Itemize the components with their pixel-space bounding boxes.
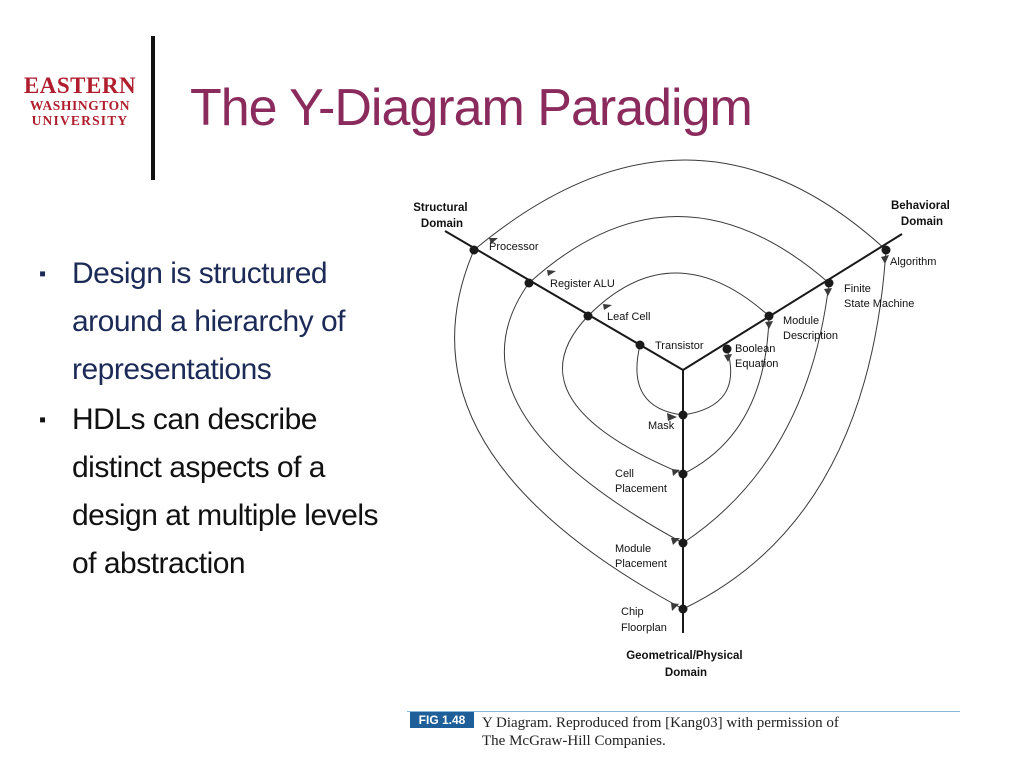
arrow-second-2: [824, 288, 832, 296]
figure-tag: FIG 1.48: [410, 712, 474, 728]
figure-caption-rule: [407, 711, 960, 712]
node-chip-floorplan: [678, 604, 688, 614]
arc-second: [504, 216, 830, 544]
label-processor: Processor: [489, 241, 539, 253]
node-mask: [678, 410, 688, 420]
label-mask: Mask: [648, 420, 675, 432]
bullet-item-hierarchy: ▪ Design is structured around a hierarch…: [36, 250, 396, 394]
label-transistor: Transistor: [655, 340, 704, 352]
structural-axis: [444, 230, 684, 371]
structural-domain-label-line1: Structural: [413, 202, 467, 214]
node-processor: [469, 245, 479, 255]
svg-text:Finite State Machine: Finite State Machine: [844, 283, 914, 310]
university-logo: EASTERN WASHINGTON UNIVERSITY: [18, 73, 142, 129]
structural-domain-label-line2: Domain: [421, 218, 463, 230]
header-divider: [151, 36, 155, 180]
behavioral-domain-label-line1: Behavioral: [891, 200, 950, 212]
node-transistor: [635, 340, 645, 350]
behavioral-axis: [682, 233, 903, 371]
node-module-description: [764, 311, 774, 321]
figure-caption: Y Diagram. Reproduced from [Kang03] with…: [482, 714, 962, 750]
label-chip-floorplan-line1: Chip: [621, 606, 644, 618]
svg-text:Module Description: Module Description: [783, 315, 838, 342]
arrow-inner-2: [724, 354, 732, 362]
bullet-text: HDLs can describe distinct aspects of a …: [72, 403, 379, 580]
arrow-inner-1: [667, 413, 677, 421]
logo-line-university: UNIVERSITY: [31, 113, 129, 128]
arc-inner: [636, 344, 732, 416]
label-module-description-line2: Description: [783, 330, 838, 342]
bullet-marker: ▪: [39, 409, 46, 431]
svg-text:Structural Domain: Structural Domain: [413, 202, 471, 230]
svg-text:Geometrical/Physical Dom: Geometrical/Physical Domain: [626, 650, 746, 679]
behavioral-domain-label-line2: Domain: [901, 216, 943, 228]
arrow-third-2: [765, 321, 773, 329]
label-cell-placement-line2: Placement: [615, 483, 667, 495]
label-finite-line1: Finite: [844, 283, 871, 295]
bullet-marker: ▪: [39, 263, 46, 285]
svg-text:Module Placement: Module Placement: [615, 543, 667, 570]
arc-outer: [454, 159, 887, 610]
label-finite-line2: State Machine: [844, 298, 914, 310]
bullet-list: ▪ Design is structured around a hierarch…: [36, 250, 396, 588]
logo-line-eastern: EASTERN: [23, 73, 137, 98]
label-boolean-equation-line2: Equation: [735, 358, 778, 370]
label-boolean-equation-line1: Boolean: [735, 343, 775, 355]
label-cell-placement-line1: Cell: [615, 468, 634, 480]
label-module-placement-line1: Module: [615, 543, 651, 555]
node-algorithm: [881, 245, 891, 255]
label-leaf-cell: Leaf Cell: [607, 311, 650, 323]
figure-caption-line2: The McGraw-Hill Companies.: [482, 733, 666, 749]
label-module-placement-line2: Placement: [615, 558, 667, 570]
geometric-domain-label-line1: Geometrical/Physical: [626, 650, 742, 662]
node-register-alu: [524, 278, 534, 288]
bullet-text: Design is structured around a hierarchy …: [72, 257, 346, 386]
svg-text:Boolean Equation: Boolean Equation: [735, 343, 778, 370]
svg-text:Chip Floorplan: Chip Floorplan: [621, 606, 667, 634]
logo-line-washington: WASHINGTON: [29, 98, 131, 113]
label-algorithm: Algorithm: [890, 256, 936, 268]
label-register-alu: Register ALU: [550, 278, 615, 290]
geometric-domain-label-line2: Domain: [665, 667, 707, 679]
label-module-description-line1: Module: [783, 315, 819, 327]
arrow-third-1: [603, 304, 612, 310]
label-chip-floorplan-line2: Floorplan: [621, 622, 667, 634]
arrow-outer-2: [881, 255, 889, 264]
arrow-second-3: [671, 538, 680, 545]
svg-text:Cell Placement: Cell Placement: [615, 468, 667, 495]
svg-text:Behavioral Domain: Behavioral Domain: [891, 200, 953, 228]
node-finite-state-machine: [824, 278, 834, 288]
arrow-outer-1: [489, 238, 498, 244]
bullet-item-hdls: ▪ HDLs can describe distinct aspects of …: [36, 396, 396, 588]
arrow-third-3: [672, 469, 680, 476]
node-cell-placement: [678, 469, 688, 479]
node-boolean-equation: [722, 344, 732, 354]
node-module-placement: [678, 538, 688, 548]
slide-title: The Y-Diagram Paradigm: [190, 79, 753, 137]
figure-caption-line1: Y Diagram. Reproduced from [Kang03] with…: [482, 715, 839, 731]
arrow-second-1: [547, 270, 556, 276]
node-leaf-cell: [583, 311, 593, 321]
arc-third: [562, 272, 770, 475]
arrow-outer-3: [671, 603, 679, 611]
